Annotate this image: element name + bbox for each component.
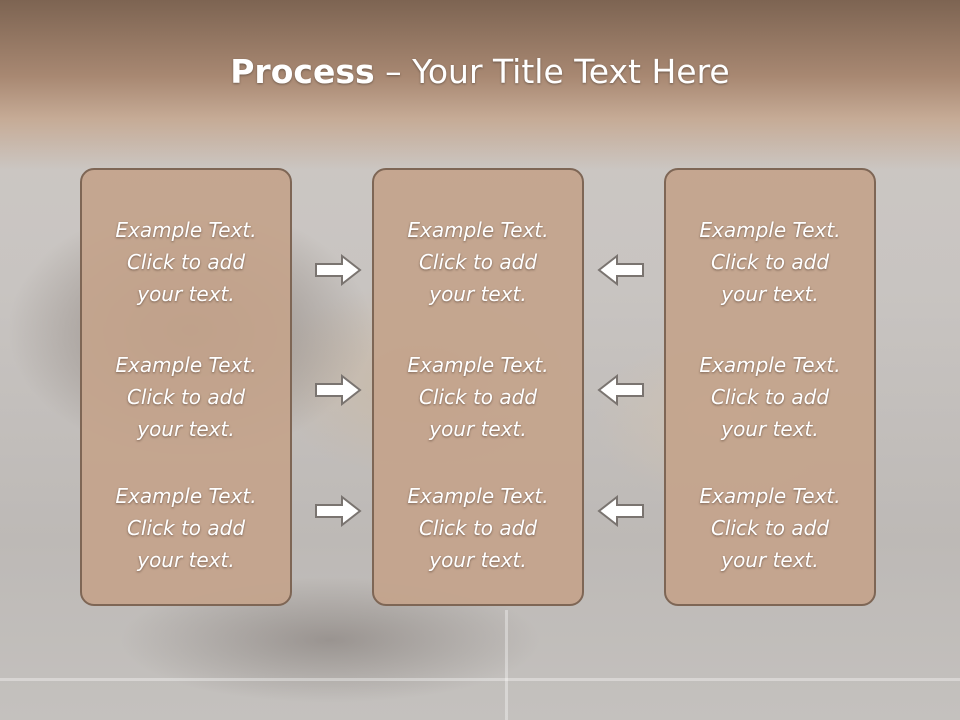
text-line: Example Text. — [699, 353, 841, 377]
arrow-right-icon[interactable] — [314, 495, 362, 527]
text-line: Click to add — [418, 250, 538, 274]
process-box-right[interactable]: Example Text. Click to add your text. Ex… — [664, 168, 876, 606]
text-placeholder[interactable]: Example Text. Click to add your text. — [374, 214, 582, 310]
text-line: Example Text. — [407, 218, 549, 242]
text-line: Click to add — [710, 385, 830, 409]
process-box-left[interactable]: Example Text. Click to add your text. Ex… — [80, 168, 292, 606]
text-line: your text. — [137, 548, 235, 572]
text-line: Example Text. — [115, 218, 257, 242]
text-line: Example Text. — [699, 484, 841, 508]
title-bold: Process — [230, 52, 375, 91]
text-line: Click to add — [418, 385, 538, 409]
arrow-left-icon[interactable] — [597, 495, 645, 527]
text-line: your text. — [429, 548, 527, 572]
text-line: your text. — [721, 282, 819, 306]
text-line: Example Text. — [699, 218, 841, 242]
text-line: your text. — [429, 282, 527, 306]
text-line: your text. — [429, 417, 527, 441]
text-placeholder[interactable]: Example Text. Click to add your text. — [374, 349, 582, 445]
text-line: your text. — [721, 548, 819, 572]
text-line: Example Text. — [115, 484, 257, 508]
text-line: Example Text. — [407, 484, 549, 508]
text-line: Example Text. — [407, 353, 549, 377]
text-line: Click to add — [126, 250, 246, 274]
text-line: Click to add — [126, 385, 246, 409]
text-line: Example Text. — [115, 353, 257, 377]
text-line: your text. — [137, 417, 235, 441]
text-line: Click to add — [710, 250, 830, 274]
arrow-right-icon[interactable] — [314, 374, 362, 406]
text-line: Click to add — [126, 516, 246, 540]
arrow-right-icon[interactable] — [314, 254, 362, 286]
text-placeholder[interactable]: Example Text. Click to add your text. — [666, 480, 874, 576]
text-line: your text. — [721, 417, 819, 441]
text-placeholder[interactable]: Example Text. Click to add your text. — [82, 349, 290, 445]
floor-tiles — [0, 610, 960, 720]
text-placeholder[interactable]: Example Text. Click to add your text. — [666, 349, 874, 445]
text-placeholder[interactable]: Example Text. Click to add your text. — [82, 214, 290, 310]
text-line: Click to add — [710, 516, 830, 540]
title-banner — [0, 0, 960, 170]
arrow-left-icon[interactable] — [597, 374, 645, 406]
text-placeholder[interactable]: Example Text. Click to add your text. — [82, 480, 290, 576]
text-placeholder[interactable]: Example Text. Click to add your text. — [666, 214, 874, 310]
text-line: your text. — [137, 282, 235, 306]
text-placeholder[interactable]: Example Text. Click to add your text. — [374, 480, 582, 576]
process-box-center[interactable]: Example Text. Click to add your text. Ex… — [372, 168, 584, 606]
text-line: Click to add — [418, 516, 538, 540]
arrow-left-icon[interactable] — [597, 254, 645, 286]
title-rest: – Your Title Text Here — [374, 52, 730, 91]
slide-title[interactable]: Process – Your Title Text Here — [0, 52, 960, 91]
